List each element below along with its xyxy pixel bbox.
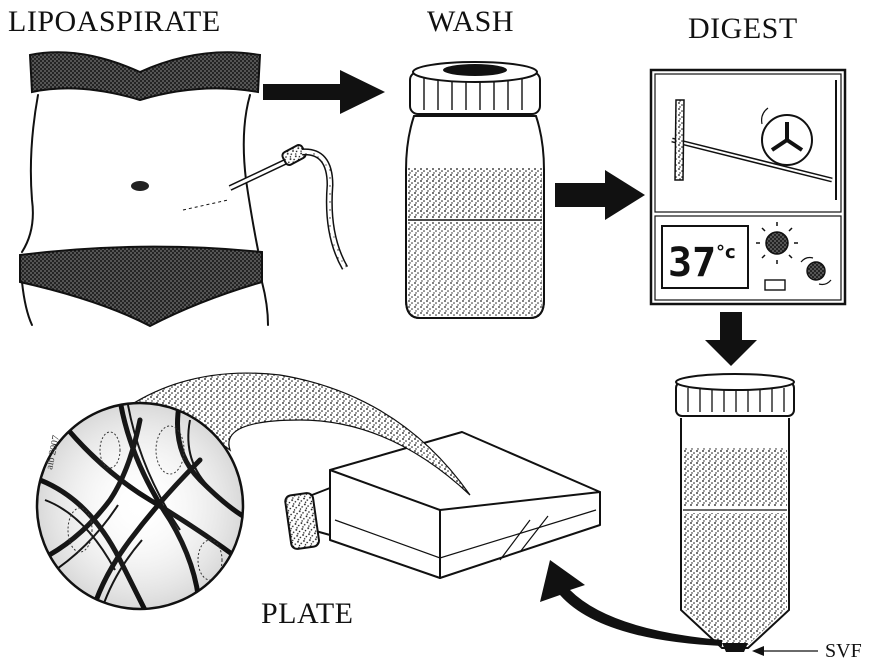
step-label-digest: DIGEST	[688, 12, 798, 45]
culture-flask-icon	[285, 432, 600, 578]
step-label-lipoaspirate: LIPOASPIRATE	[8, 5, 221, 38]
wash-jar-icon	[406, 62, 544, 318]
arrow-right-icon	[555, 170, 645, 220]
arrow-right-icon	[263, 70, 385, 114]
power-switch-icon[interactable]	[765, 280, 785, 290]
incubator-temperature: 37	[668, 240, 716, 286]
step-label-wash: WASH	[427, 5, 514, 38]
incubator-temperature-unit: °c	[716, 242, 736, 263]
arrow-down-icon	[705, 312, 757, 366]
svf-label: SVF	[825, 640, 862, 662]
incubator-shaker-icon: 37 °c	[651, 70, 845, 304]
svf-pointer	[752, 646, 818, 656]
cannula-icon	[230, 144, 345, 268]
centrifuge-tube-icon	[676, 374, 794, 652]
step-label-plate: PLATE	[261, 597, 354, 630]
